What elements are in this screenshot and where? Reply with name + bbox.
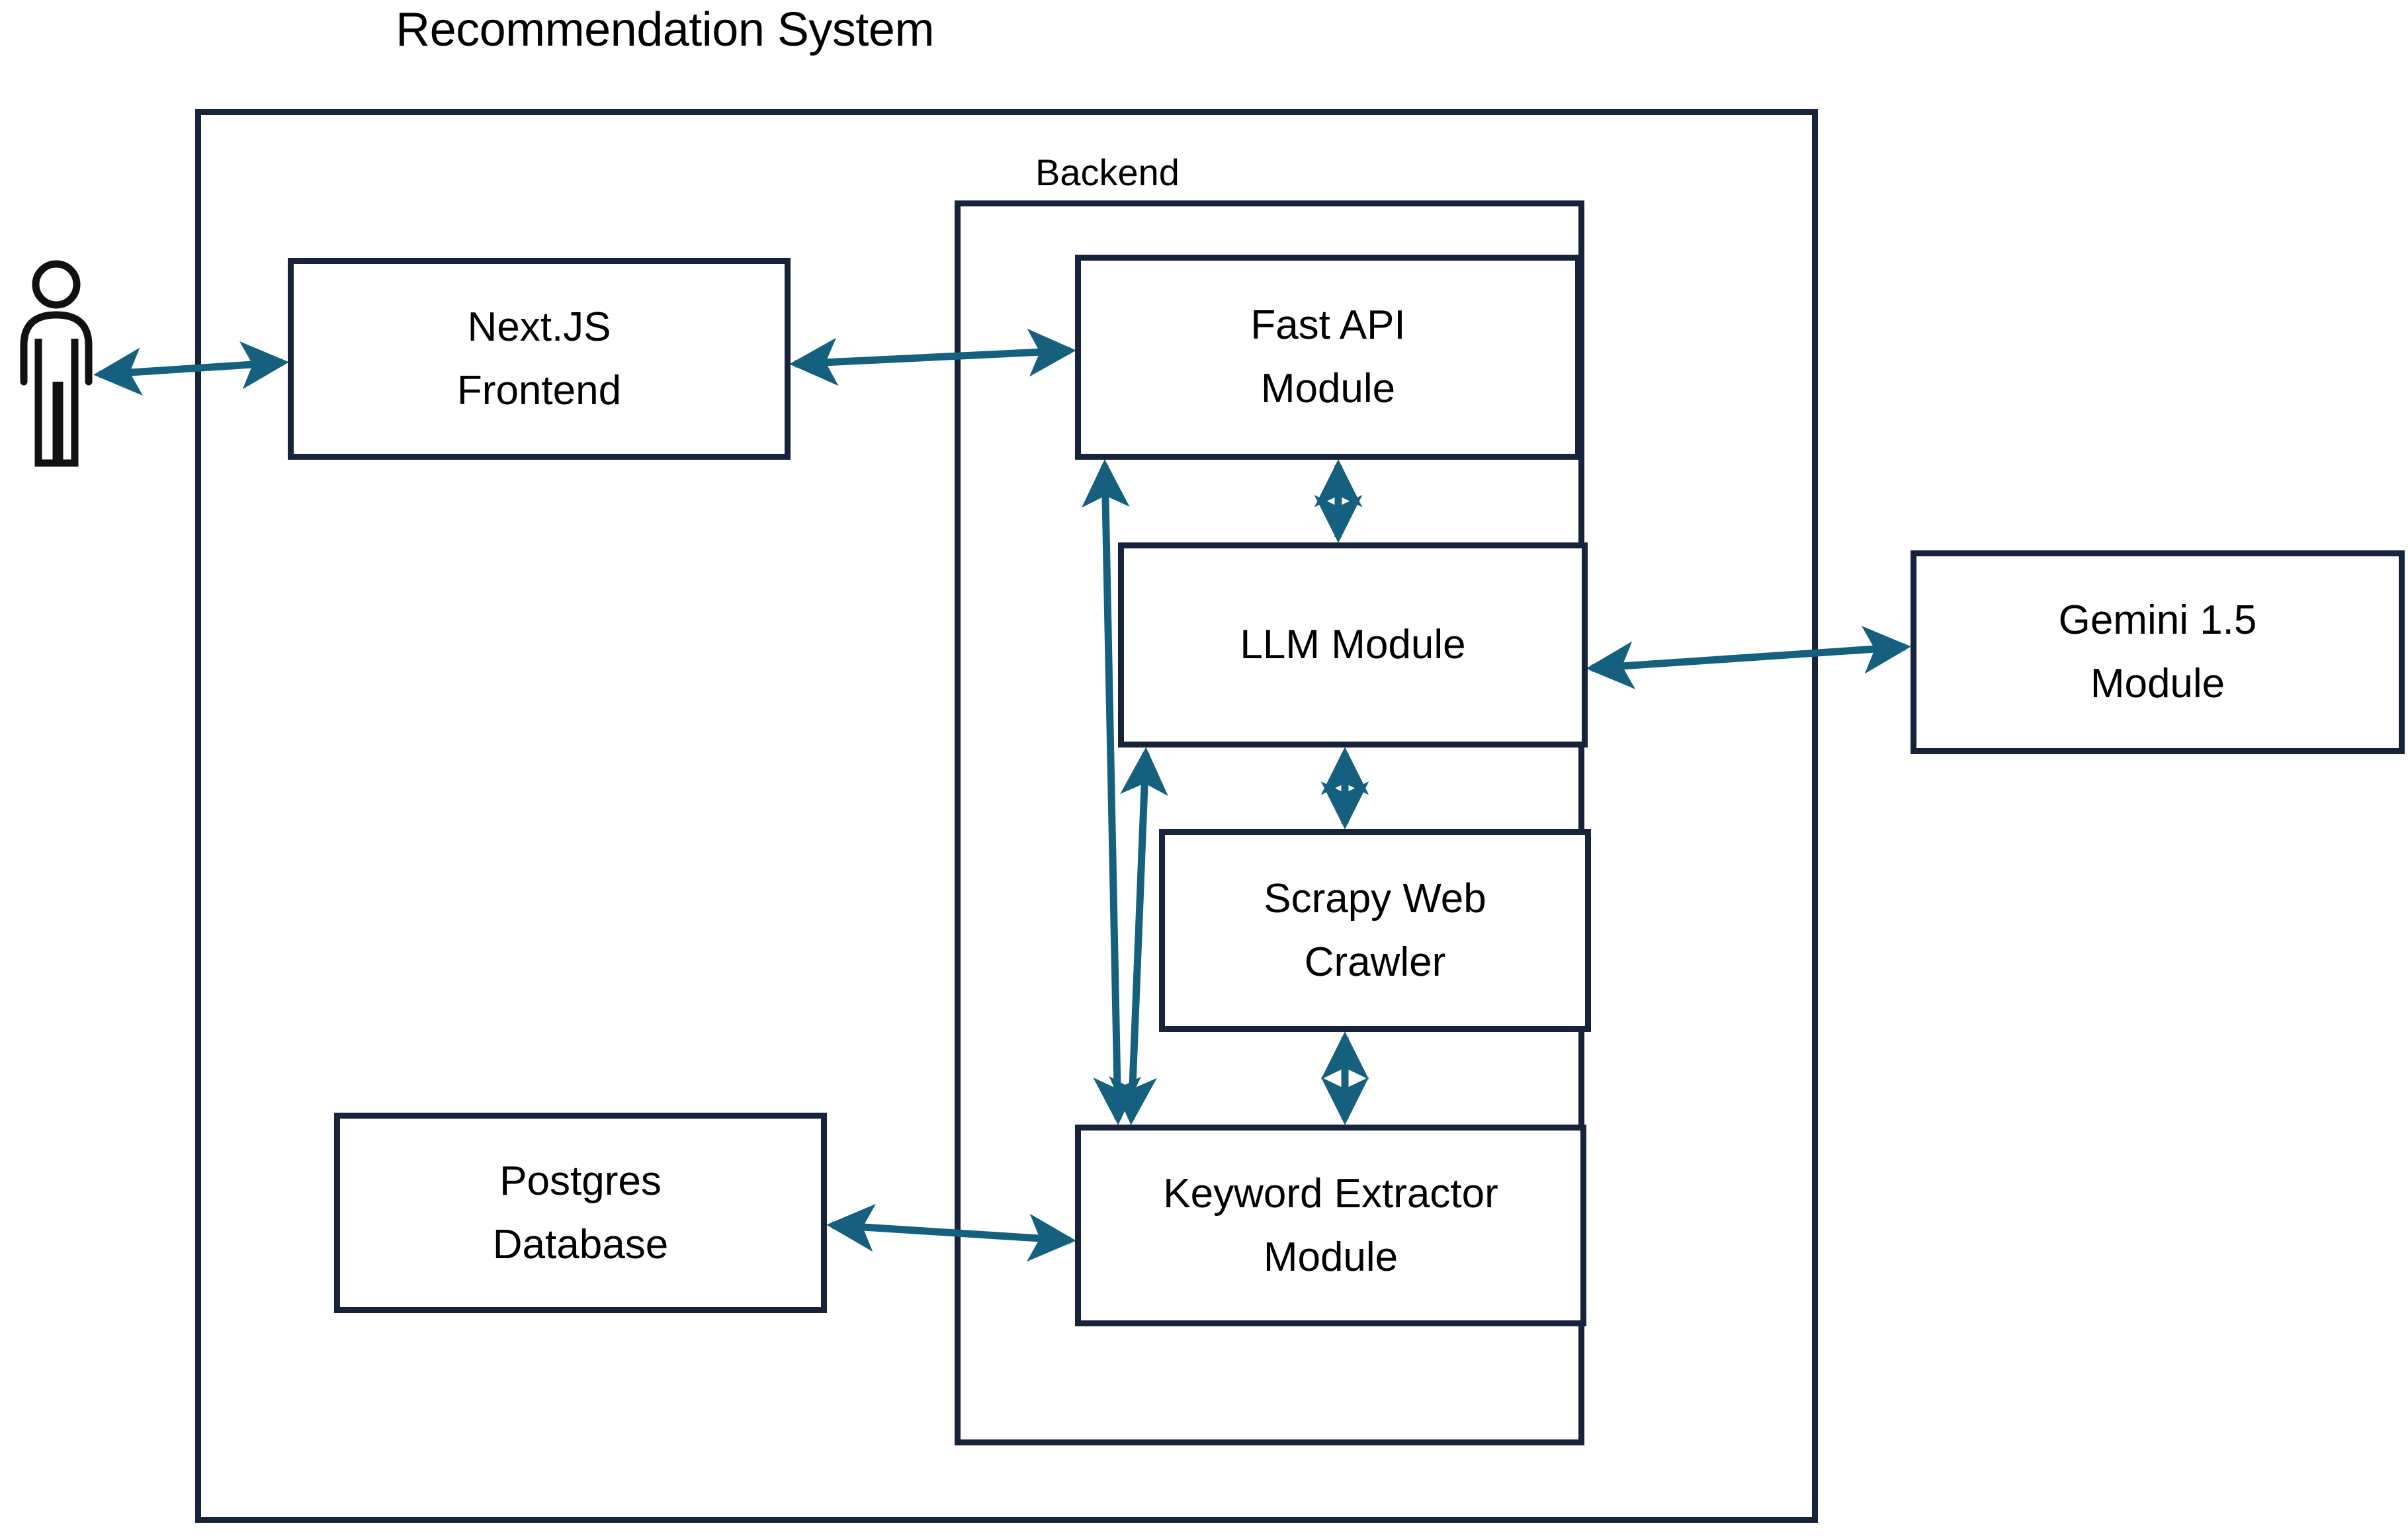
node-label-line1: Gemini 1.5 (2058, 597, 2257, 643)
node-label-line1: Keyword Extractor (1163, 1170, 1498, 1217)
node-label-line2: Crawler (1304, 939, 1446, 985)
user-actor-icon (20, 260, 93, 467)
diagram-title: Recommendation System (396, 3, 934, 56)
node-nextjs-frontend[interactable]: Next.JS Frontend (288, 258, 791, 460)
node-label-line2: Frontend (456, 367, 622, 413)
node-label-line1: Postgres (499, 1158, 662, 1204)
system-container (195, 109, 1818, 1523)
backend-container (955, 200, 1584, 1445)
node-keyword-extractor-module[interactable]: Keyword Extractor Module (1075, 1125, 1586, 1326)
node-label-line1: Scrapy Web (1264, 875, 1486, 921)
node-llm-module[interactable]: LLM Module (1118, 542, 1588, 748)
node-label-line2: Module (1263, 1234, 1398, 1280)
node-label-line2: Database (492, 1221, 669, 1267)
backend-label: Backend (1035, 151, 1180, 193)
node-scrapy-web-crawler[interactable]: Scrapy Web Crawler (1159, 829, 1591, 1032)
node-label-line1: Fast API (1250, 302, 1406, 348)
node-label-line1: LLM Module (1240, 622, 1466, 667)
node-gemini-module[interactable]: Gemini 1.5 Module (1911, 550, 2405, 754)
node-fast-api-module[interactable]: Fast API Module (1075, 255, 1581, 460)
node-label-line2: Module (1260, 366, 1396, 411)
node-label-line1: Next.JS (467, 304, 611, 350)
node-postgres-database[interactable]: Postgres Database (334, 1113, 827, 1313)
node-label-line2: Module (2090, 661, 2225, 706)
